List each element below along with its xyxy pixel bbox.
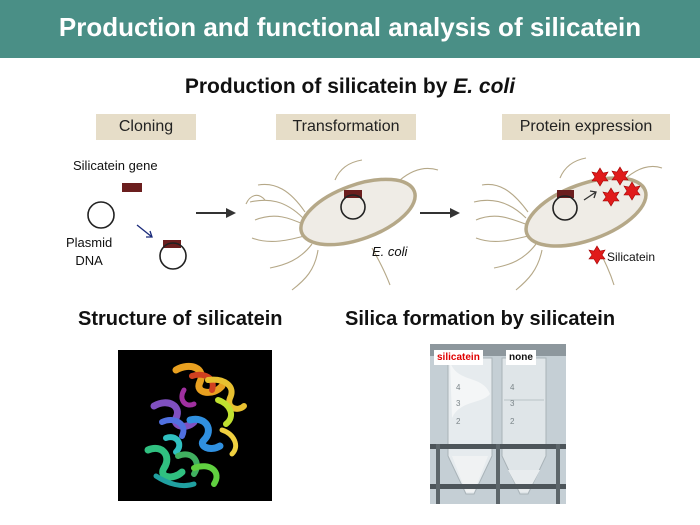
ecoli-cell-transformation (245, 159, 439, 291)
slide-title: Production and functional analysis of si… (58, 12, 642, 42)
silicatein-structure-image (118, 350, 272, 501)
plasmid-circle (87, 201, 115, 229)
production-diagram (87, 157, 663, 291)
ecoli-heading-italic: E. coli (453, 75, 516, 98)
plasmid-dna-label: Plasmid DNA (66, 234, 112, 270)
structure-heading: Structure of silicatein (78, 308, 283, 330)
recombinant-plasmid-circle (159, 242, 187, 270)
arrow-to-expression-head (450, 208, 460, 218)
tube2-scale-2: 2 (510, 417, 515, 426)
silicatein-star (591, 167, 609, 187)
ecoli-heading-text: Production of silicatein by (184, 75, 454, 98)
title-bar: Production and functional analysis of si… (0, 0, 700, 58)
silica-formation-photo: 4 3 2 4 3 2 silicatein none (430, 344, 566, 504)
cloning-arrow (136, 224, 153, 238)
ecoli-cell-expression-flagella (473, 157, 663, 291)
ecoli-production-heading: Production of silicatein by E. coli (0, 75, 700, 99)
tube-label-none: none (506, 350, 536, 365)
ecoli-cell-expression-body (524, 176, 648, 248)
transformed-gene-block (344, 190, 362, 198)
silicatein-legend-label: Silicatein (607, 250, 656, 264)
step-protein-expression: Protein expression (502, 114, 670, 140)
expression-gene-block (557, 190, 574, 198)
silicatein-star (623, 181, 641, 201)
tube2-scale-3: 3 (510, 399, 515, 408)
expression-plasmid (552, 195, 578, 221)
expression-arrow (583, 191, 597, 201)
plasmid-label-line1: Plasmid (66, 235, 113, 250)
silica-formation-heading: Silica formation by silicatein (345, 308, 616, 330)
step-transformation: Transformation (276, 114, 416, 140)
tube-scale-4: 4 (456, 383, 461, 392)
tube-scale-2: 2 (456, 417, 461, 426)
tubes-graphic: 4 3 2 4 3 2 (430, 344, 566, 504)
tube-scale-3: 3 (456, 399, 461, 408)
recombinant-gene-block (163, 240, 181, 248)
expression-arrowhead (589, 190, 597, 199)
arrow-to-transformation-head (226, 208, 236, 218)
ecoli-cell-body (299, 177, 417, 247)
silicatein-star (611, 166, 629, 186)
tube2-scale-4: 4 (510, 383, 515, 392)
cloning-arrowhead (146, 230, 153, 238)
transformed-plasmid (340, 194, 366, 220)
step-cloning: Cloning (96, 114, 196, 140)
silicatein-star (602, 187, 620, 207)
tube-none (501, 357, 547, 495)
ribbon-structure-graphic (118, 350, 272, 501)
ecoli-label: E. coli (372, 244, 408, 259)
tube-label-silicatein: silicatein (434, 350, 483, 365)
silicatein-stars (588, 166, 641, 265)
silicatein-gene-label: Silicatein gene (73, 158, 158, 173)
plasmid-label-line2: DNA (75, 253, 103, 268)
silicatein-legend-star (588, 245, 606, 265)
silicatein-gene-block (122, 183, 142, 192)
